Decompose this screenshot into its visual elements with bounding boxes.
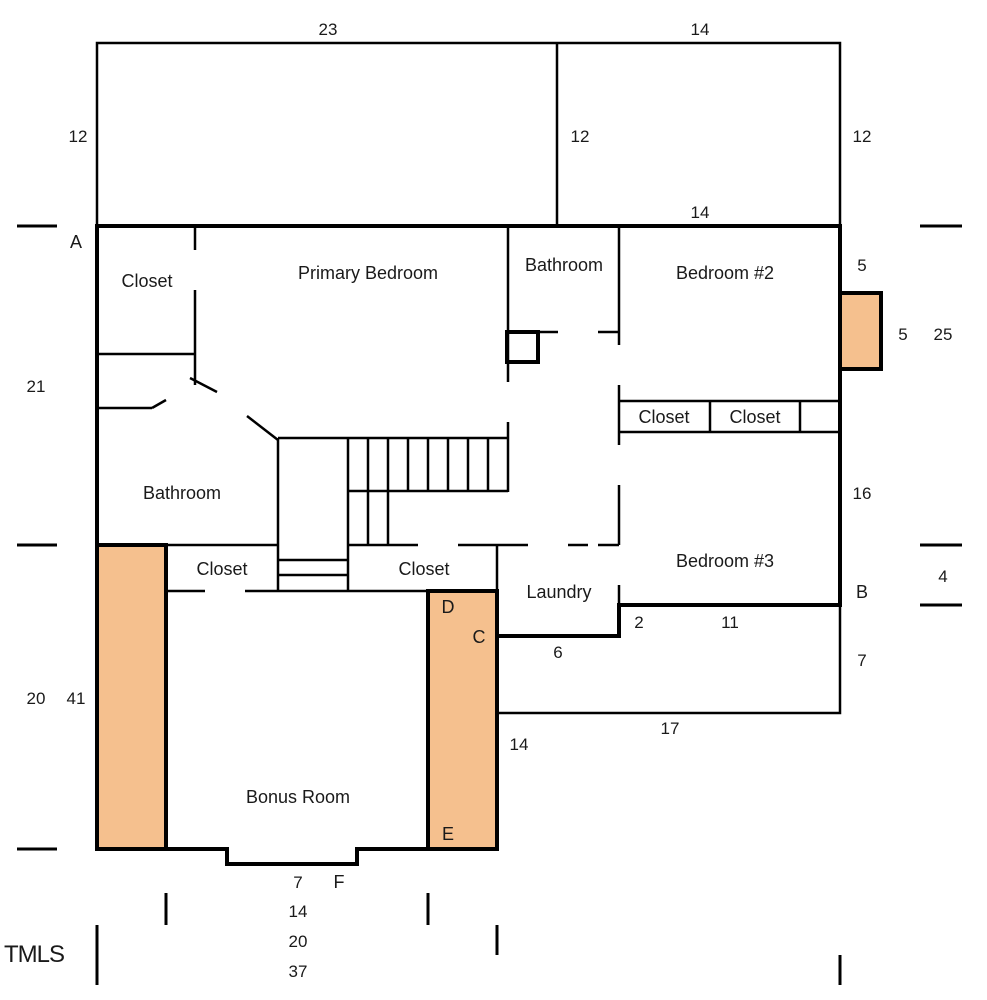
interior-walls [97, 226, 840, 605]
dim-step-11: 11 [721, 613, 739, 632]
room-label-bathroom-left: Bathroom [143, 483, 221, 503]
room-label-closet-mid-right: Closet [398, 559, 449, 579]
point-b: B [856, 582, 868, 602]
staircase [278, 438, 508, 577]
point-a: A [70, 232, 82, 252]
dim-right-upper: 5 [857, 256, 866, 275]
dim-bump-depth: 5 [898, 325, 907, 344]
dim-step-7-right: 7 [857, 651, 866, 670]
dim-inner-right-width: 14 [691, 203, 710, 222]
dim-middle-depth: 12 [571, 127, 590, 146]
dim-bay-7: 7 [293, 873, 302, 892]
room-label-bedroom-3: Bedroom #3 [676, 551, 774, 571]
dim-step-17: 17 [661, 719, 680, 738]
dim-step-2: 2 [634, 613, 643, 632]
dim-right-depth: 12 [853, 127, 872, 146]
room-label-bedroom-2: Bedroom #2 [676, 263, 774, 283]
upper-deck-outline [95, 41, 842, 226]
dim-step-14-right: 14 [510, 735, 529, 754]
dim-left-depth: 12 [69, 127, 88, 146]
dim-bottom-37: 37 [289, 962, 308, 981]
exterior-walls [95, 224, 842, 866]
dimension-ticks [17, 224, 962, 985]
right-highlighted-area [426, 589, 499, 851]
room-label-closet-nw: Closet [121, 271, 172, 291]
point-e: E [442, 824, 454, 844]
chimney-bump [838, 291, 883, 371]
room-label-laundry: Laundry [526, 582, 591, 602]
point-d: D [442, 597, 455, 617]
room-label-primary-bedroom: Primary Bedroom [298, 263, 438, 283]
dim-step-6: 6 [553, 643, 562, 662]
point-c: C [473, 627, 486, 647]
room-label-closet-mid-left: Closet [196, 559, 247, 579]
dim-left-total-41: 41 [67, 689, 86, 708]
dim-left-upper: 21 [27, 377, 46, 396]
dim-right-total: 25 [934, 325, 953, 344]
point-f: F [334, 872, 345, 892]
room-label-bathroom-upper: Bathroom [525, 255, 603, 275]
dim-right-mid: 16 [853, 484, 872, 503]
tmls-logo: TMLS [4, 941, 64, 968]
lower-deck-outline [497, 605, 842, 715]
room-label-bonus-room: Bonus Room [246, 787, 350, 807]
room-label-closet-b2-right: Closet [729, 407, 780, 427]
dim-left-lower-20: 20 [27, 689, 46, 708]
left-highlighted-area [95, 543, 168, 851]
dim-bottom-20: 20 [289, 932, 308, 951]
dim-top-left-width: 23 [319, 20, 338, 39]
dim-right-step: 4 [938, 567, 947, 586]
dim-bottom-14: 14 [289, 902, 308, 921]
dim-top-right-width: 14 [691, 20, 710, 39]
room-label-closet-b2-left: Closet [638, 407, 689, 427]
